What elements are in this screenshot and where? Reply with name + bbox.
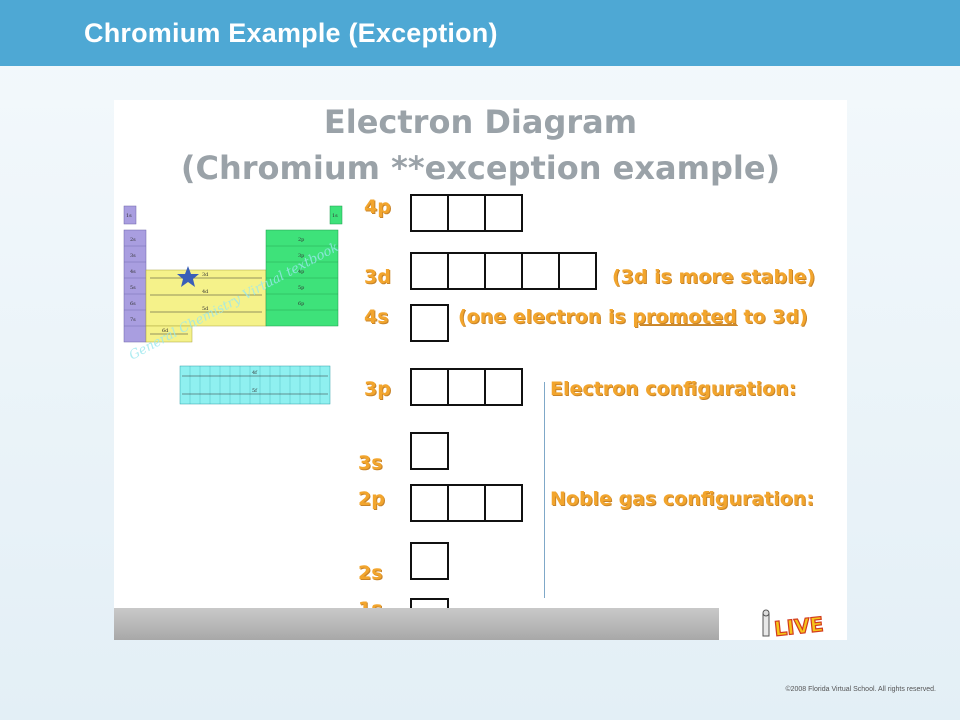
orbital-boxes-3d xyxy=(410,252,597,290)
page-title: Chromium Example (Exception) xyxy=(84,18,498,48)
orbital-box xyxy=(410,542,449,580)
ptable-label: 5f xyxy=(252,388,258,394)
ptable-label: 6s xyxy=(130,301,136,307)
orbital-box xyxy=(484,484,523,522)
ptable-label: 3s xyxy=(130,253,136,259)
orbital-box xyxy=(410,368,449,406)
note-4s-underlined: promoted xyxy=(632,306,737,328)
ptable-label: 3p xyxy=(298,253,304,259)
orbital-boxes-2s xyxy=(410,542,449,580)
orbital-label-2p: 2p xyxy=(358,488,385,510)
noble-gas-config-label: Noble gas configuration: xyxy=(550,488,814,510)
orbital-box xyxy=(410,432,449,470)
orbital-label-4s: 4s xyxy=(364,306,389,328)
orbital-box xyxy=(410,194,449,232)
copyright-footer: ©2008 Florida Virtual School. All rights… xyxy=(785,686,936,693)
orbital-box xyxy=(447,194,486,232)
ptable-label: 5d xyxy=(202,306,209,312)
ptable-label: 1s xyxy=(332,213,338,219)
orbital-boxes-3p xyxy=(410,368,523,406)
slide-title-line1: Electron Diagram xyxy=(323,103,638,141)
orbital-box xyxy=(410,484,449,522)
ptable-label: 2s xyxy=(130,237,136,243)
orbital-box xyxy=(447,368,486,406)
orbital-label-3s: 3s xyxy=(358,452,383,474)
orbital-box xyxy=(484,194,523,232)
ptable-label: 2p xyxy=(298,237,304,243)
ptable-label: 3d xyxy=(202,272,209,278)
orbital-label-3d: 3d xyxy=(364,266,391,288)
orbital-box xyxy=(521,252,560,290)
ptable-label: 4s xyxy=(130,269,136,275)
ptable-label: 4d xyxy=(202,289,209,295)
ptable-label: 1s xyxy=(126,213,132,219)
orbital-label-2s: 2s xyxy=(358,562,383,584)
orbital-boxes-2p xyxy=(410,484,523,522)
orbital-box xyxy=(410,252,449,290)
orbital-box xyxy=(447,252,486,290)
note-4s-text-before: (one electron is xyxy=(458,306,633,328)
orbital-boxes-4p xyxy=(410,194,523,232)
ptable-label: 7s xyxy=(130,317,136,323)
chromium-star-icon xyxy=(177,266,199,287)
live-logo: LIVE xyxy=(719,608,847,640)
column-divider xyxy=(544,382,545,598)
ptable-label: 6p xyxy=(298,301,304,307)
ptable-label: 5s xyxy=(130,285,136,291)
orbital-box xyxy=(410,304,449,342)
slide-title-line2: (Chromium **exception example) xyxy=(180,149,781,187)
note-4s-promoted: (one electron is promoted to 3d) xyxy=(458,306,808,328)
orbital-label-3p: 3p xyxy=(364,378,391,400)
orbital-box xyxy=(558,252,597,290)
ptable-label: 6d xyxy=(162,328,169,334)
orbital-label-4p: 4p xyxy=(364,196,391,218)
orbital-box xyxy=(484,252,523,290)
ptable-label: 5p xyxy=(298,285,304,291)
note-4s-text-after: to 3d) xyxy=(736,306,808,328)
electron-config-label: Electron configuration: xyxy=(550,378,797,400)
note-3d-stable: (3d is more stable) xyxy=(612,266,816,288)
ptable-label: 4f xyxy=(252,370,258,376)
live-logo-text: LIVE xyxy=(773,612,825,640)
slide-image: Electron Diagram (Chromium **exception e… xyxy=(114,100,847,640)
orbital-box xyxy=(447,484,486,522)
periodic-table-graphic: 1s 2s 3s 4s 5s 6s 7s 3d 4d 5d 6d xyxy=(123,205,343,405)
orbital-boxes-4s xyxy=(410,304,449,342)
header-bar: Chromium Example (Exception) xyxy=(0,0,960,66)
ptable-label: 4p xyxy=(298,269,304,275)
orbital-box xyxy=(484,368,523,406)
orbital-boxes-3s xyxy=(410,432,449,470)
